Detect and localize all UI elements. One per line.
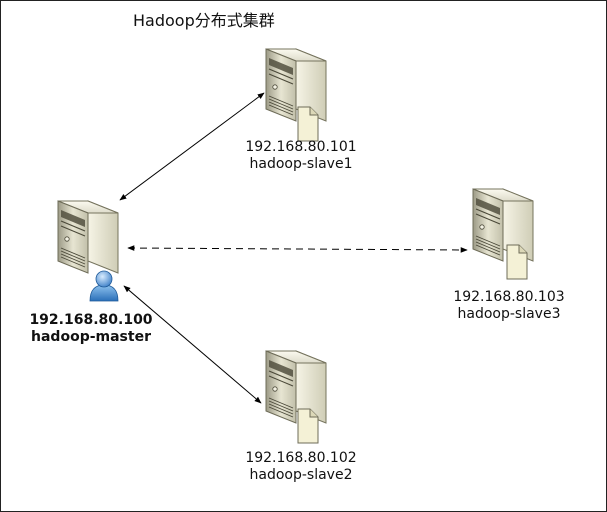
node-ip-slave3: 192.168.80.103	[453, 289, 565, 305]
link-master-slave2	[123, 285, 262, 404]
node-label-slave3: 192.168.80.103 hadoop-slave3	[444, 289, 574, 323]
node-name-slave1: hadoop-slave1	[249, 156, 353, 172]
server-icon-master	[57, 200, 119, 274]
node-name-slave2: hadoop-slave2	[249, 467, 353, 483]
user-icon	[89, 270, 119, 302]
node-name-master: hadoop-master	[31, 329, 151, 345]
diagram-title: Hadoop分布式集群	[133, 11, 275, 30]
node-name-slave3: hadoop-slave3	[457, 306, 561, 322]
server-icon-slave1	[265, 48, 327, 142]
link-master-slave3	[127, 245, 468, 253]
node-ip-master: 192.168.80.100	[29, 312, 153, 328]
server-icon-slave2	[265, 350, 327, 444]
node-ip-slave1: 192.168.80.101	[245, 139, 357, 155]
node-label-slave2: 192.168.80.102 hadoop-slave2	[236, 450, 366, 484]
node-label-master: 192.168.80.100 hadoop-master	[21, 312, 161, 346]
node-ip-slave2: 192.168.80.102	[245, 450, 357, 466]
link-master-slave1	[119, 92, 265, 201]
node-label-slave1: 192.168.80.101 hadoop-slave1	[236, 139, 366, 173]
server-icon-slave3	[472, 188, 534, 280]
